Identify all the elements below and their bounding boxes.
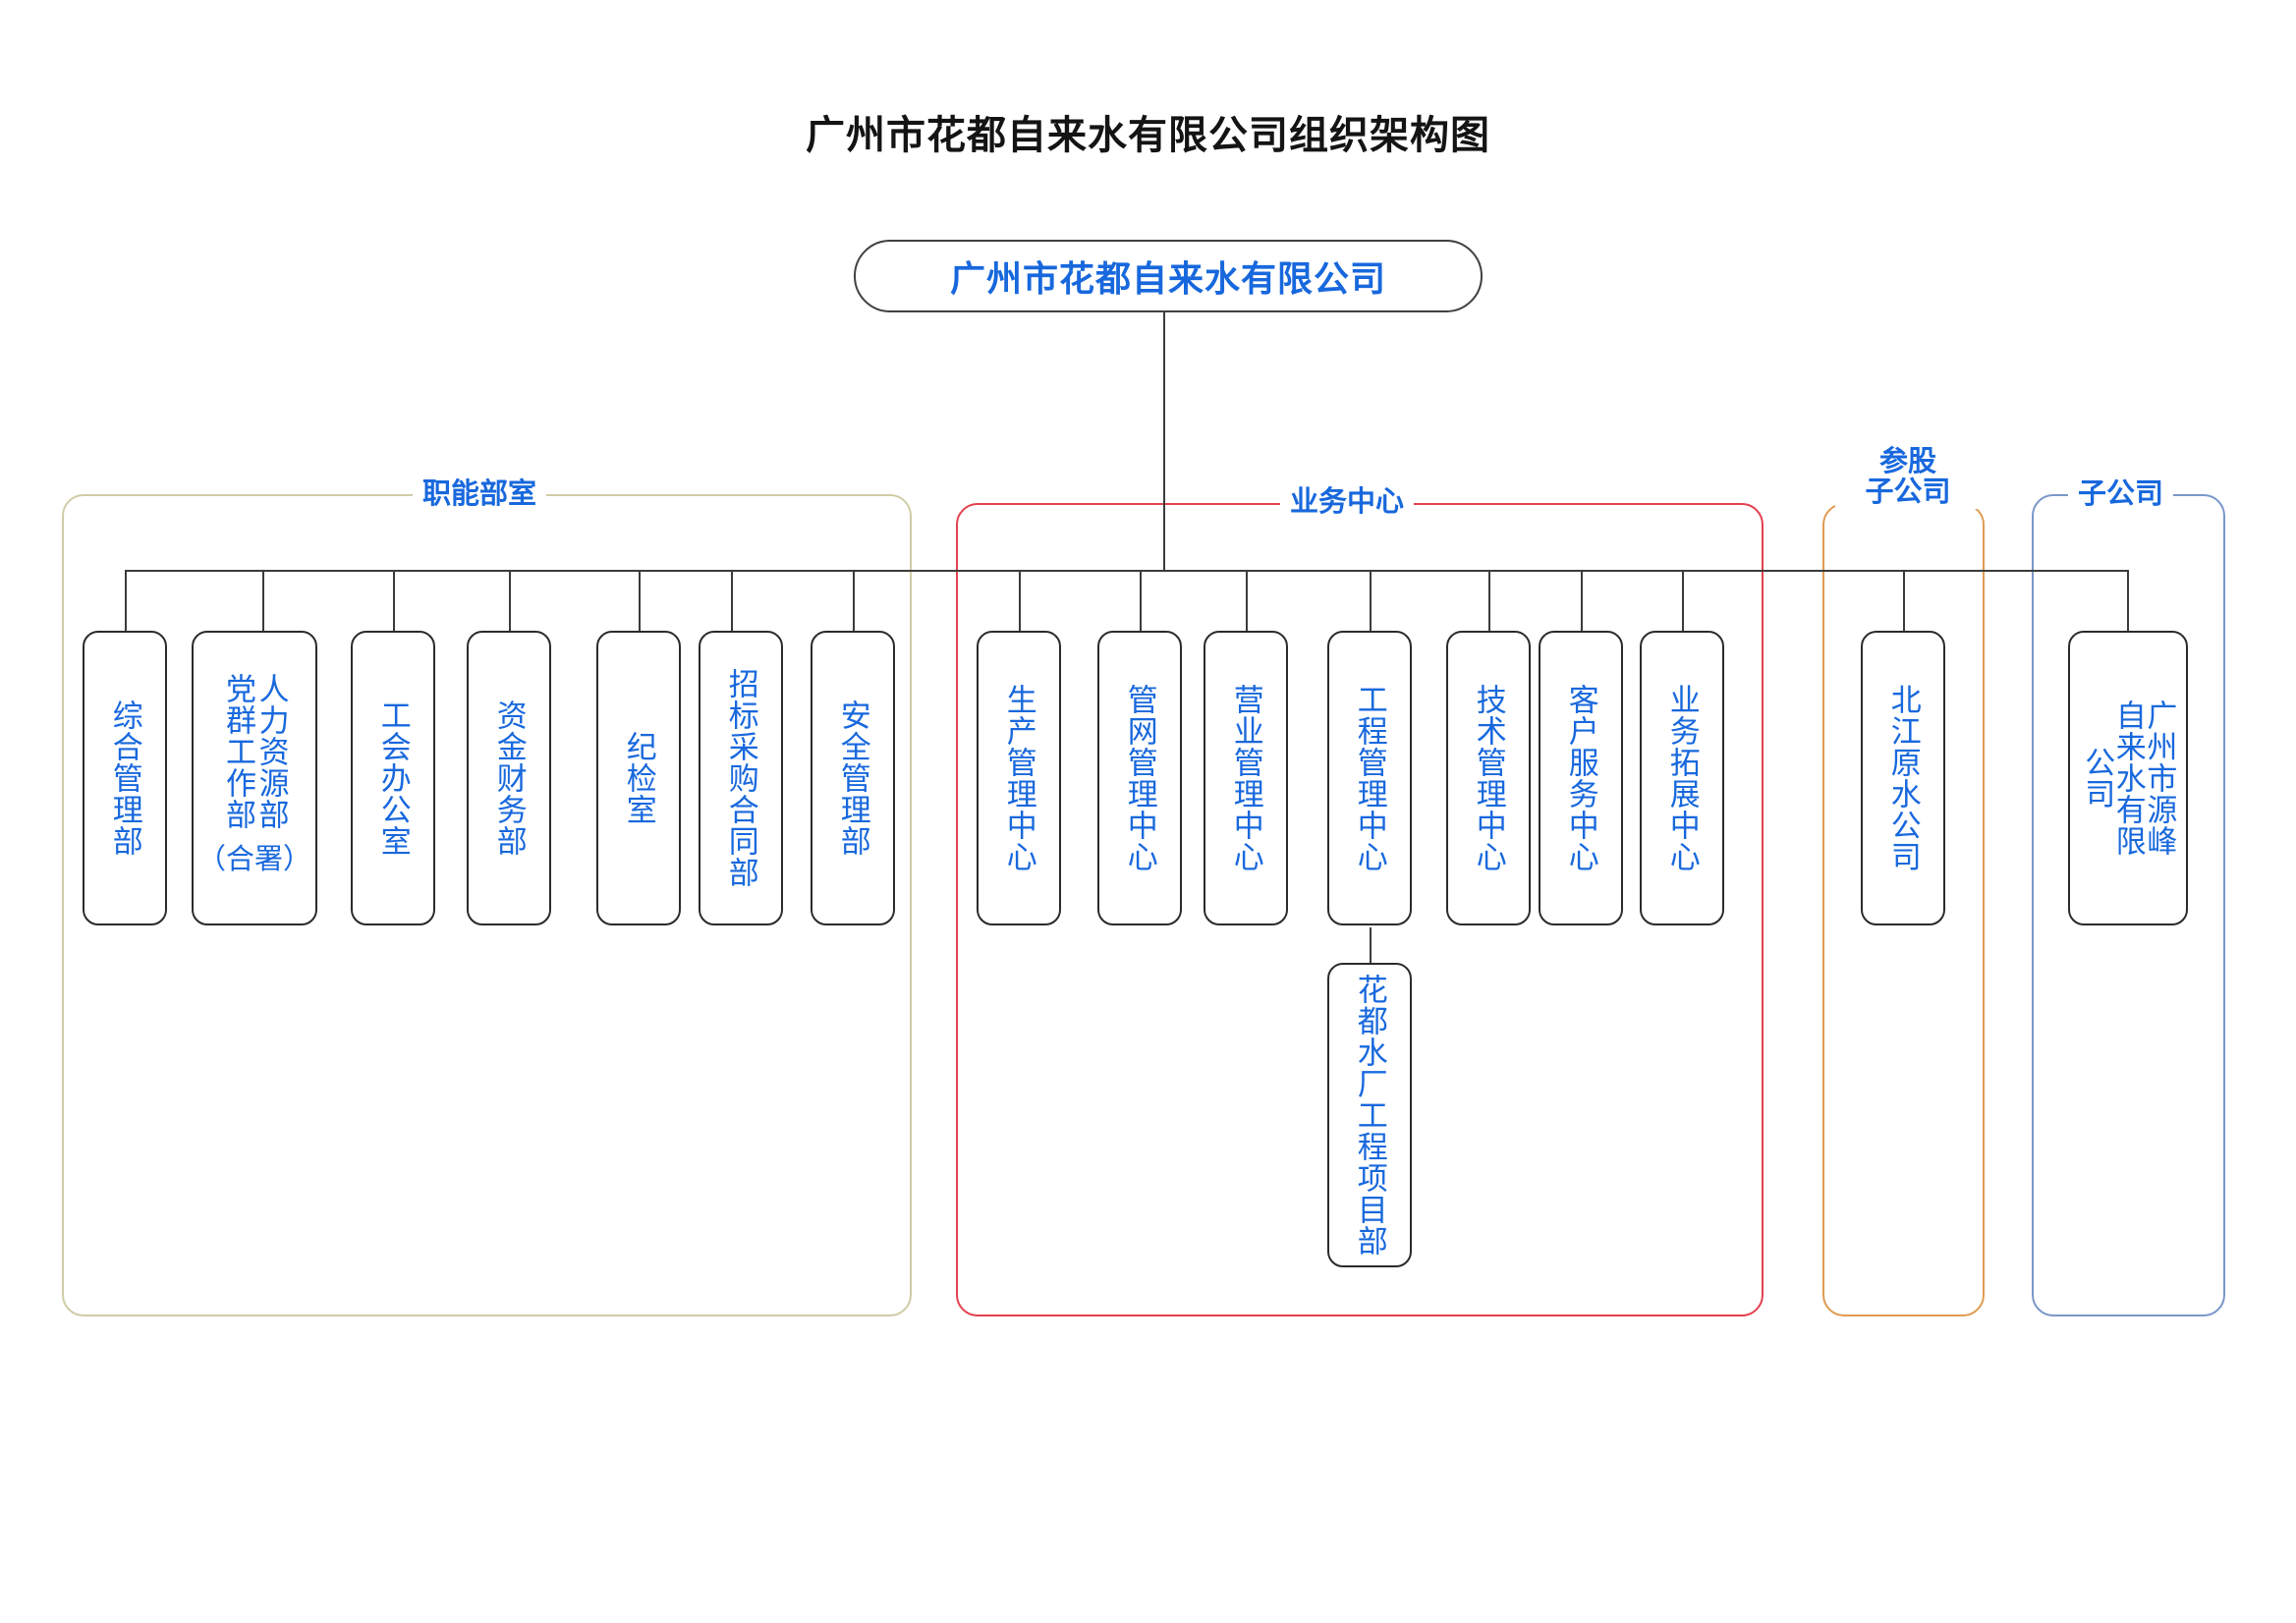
node-label: 技术管理中心 bbox=[1471, 684, 1506, 872]
node-label: 招标采购合同部 bbox=[723, 668, 758, 888]
node-business-6[interactable]: 业务拓展中心 bbox=[1640, 631, 1724, 925]
node-label: 纪检室 bbox=[621, 731, 656, 825]
node-label-columns: 人力资源部 党群工作部 bbox=[221, 673, 289, 830]
node-label: 业务拓展中心 bbox=[1664, 684, 1700, 872]
group-label-affiliate: 参股 子公司 bbox=[1835, 446, 1981, 509]
group-label-subsidiary: 子公司 bbox=[2068, 478, 2174, 511]
group-label-functional: 职能部室 bbox=[413, 478, 547, 511]
connector-drop-business-4 bbox=[1488, 570, 1490, 631]
group-label-affiliate-line2: 子公司 bbox=[1865, 476, 1951, 509]
node-label-note: （合署） bbox=[196, 844, 311, 875]
node-business-0[interactable]: 生产管理中心 bbox=[977, 631, 1061, 925]
connector-drop-business-1 bbox=[1140, 570, 1142, 631]
node-business-3-child[interactable]: 花都水厂工程项目部 bbox=[1327, 963, 1412, 1267]
node-business-2[interactable]: 营业管理中心 bbox=[1204, 631, 1288, 925]
connector-drop-functional-2 bbox=[393, 570, 395, 631]
node-affiliate-0[interactable]: 北江原水公司 bbox=[1861, 631, 1945, 925]
node-label: 广州市源峰自来水有限公司 bbox=[2080, 700, 2177, 857]
node-label: 客户服务中心 bbox=[1563, 684, 1598, 872]
connector-drop-functional-3 bbox=[509, 570, 511, 631]
node-label: 安全管理部 bbox=[835, 700, 870, 857]
connector-drop-business-2 bbox=[1246, 570, 1248, 631]
connector-drop-functional-6 bbox=[853, 570, 855, 631]
node-label: 资金财务部 bbox=[491, 700, 527, 857]
root-node-label: 广州市花都自来水有限公司 bbox=[949, 258, 1386, 299]
node-business-3[interactable]: 工程管理中心 bbox=[1327, 631, 1412, 925]
node-functional-5[interactable]: 招标采购合同部 bbox=[699, 631, 783, 925]
connector-drop-business-0 bbox=[1019, 570, 1021, 631]
connector-drop-functional-5 bbox=[731, 570, 733, 631]
node-functional-3[interactable]: 资金财务部 bbox=[467, 631, 551, 925]
node-label: 管网管理中心 bbox=[1122, 684, 1157, 872]
group-label-affiliate-line1: 参股 bbox=[1878, 446, 1936, 477]
connector-drop-business-3 bbox=[1370, 570, 1372, 631]
node-functional-0[interactable]: 综合管理部 bbox=[83, 631, 167, 925]
node-label-left: 党群工作部 bbox=[221, 673, 255, 830]
node-label: 工程管理中心 bbox=[1352, 684, 1387, 872]
node-subsidiary-0[interactable]: 广州市源峰自来水有限公司 bbox=[2068, 631, 2188, 925]
node-functional-6[interactable]: 安全管理部 bbox=[811, 631, 895, 925]
node-label: 工会办公室 bbox=[375, 700, 411, 857]
connector-drop-functional-0 bbox=[125, 570, 127, 631]
group-label-business: 业务中心 bbox=[1280, 486, 1415, 519]
node-functional-2[interactable]: 工会办公室 bbox=[351, 631, 435, 925]
node-label-right: 人力资源部 bbox=[253, 673, 289, 830]
node-business-5[interactable]: 客户服务中心 bbox=[1539, 631, 1623, 925]
connector-drop-affiliate-0 bbox=[1903, 570, 1905, 631]
node-label: 花都水厂工程项目部 bbox=[1352, 974, 1387, 1257]
node-label: 营业管理中心 bbox=[1228, 684, 1263, 872]
connector-drop-engineering-child bbox=[1370, 927, 1372, 963]
connector-main-bus bbox=[125, 570, 2128, 572]
page-title: 广州市花都自来水有限公司组织架构图 bbox=[806, 114, 1490, 157]
connector-drop-business-5 bbox=[1581, 570, 1583, 631]
node-label: 综合管理部 bbox=[107, 700, 142, 857]
connector-drop-functional-4 bbox=[639, 570, 641, 631]
connector-drop-functional-1 bbox=[262, 570, 264, 631]
node-label: 北江原水公司 bbox=[1885, 684, 1921, 872]
root-node[interactable]: 广州市花都自来水有限公司 bbox=[854, 240, 1483, 312]
node-business-1[interactable]: 管网管理中心 bbox=[1097, 631, 1182, 925]
node-functional-1[interactable]: 人力资源部 党群工作部 （合署） bbox=[192, 631, 317, 925]
node-label: 生产管理中心 bbox=[1001, 684, 1036, 872]
node-business-4[interactable]: 技术管理中心 bbox=[1446, 631, 1531, 925]
node-functional-4[interactable]: 纪检室 bbox=[596, 631, 681, 925]
connector-root-stem bbox=[1163, 312, 1165, 572]
connector-drop-business-6 bbox=[1682, 570, 1684, 631]
connector-drop-subsidiary-0 bbox=[2127, 570, 2129, 631]
